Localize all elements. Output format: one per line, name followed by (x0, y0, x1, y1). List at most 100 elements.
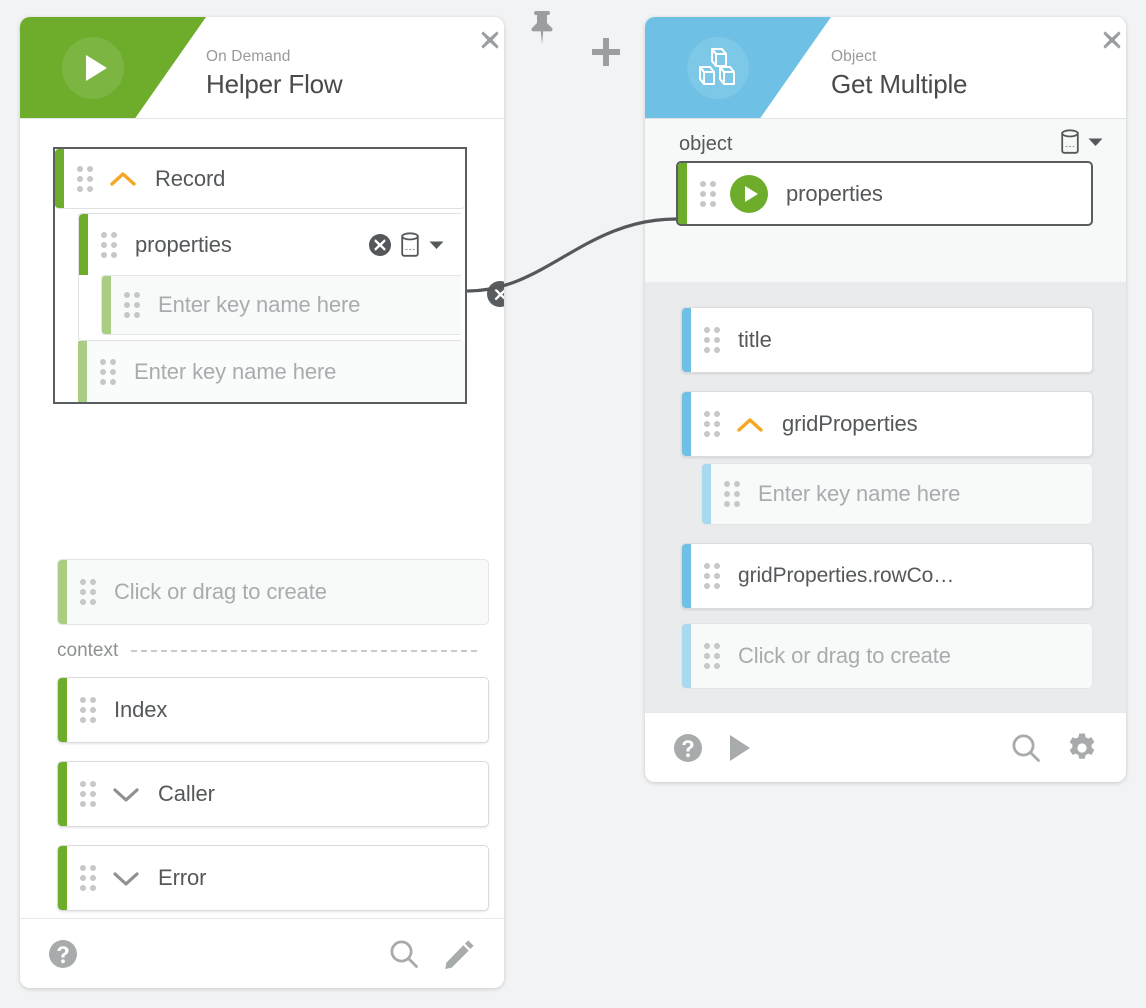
drag-handle-icon[interactable] (704, 643, 720, 669)
search-icon[interactable] (1010, 732, 1042, 764)
drag-handle-icon[interactable] (80, 781, 96, 807)
row-accent (682, 308, 691, 372)
object-db-selector[interactable] (1060, 129, 1104, 155)
context-item-label: Caller (158, 781, 215, 806)
drag-handle-icon[interactable] (700, 180, 716, 207)
field-label: title (738, 327, 772, 352)
drag-handle-icon[interactable] (80, 697, 96, 723)
drag-handle-icon[interactable] (704, 327, 720, 353)
drag-handle-icon[interactable] (724, 481, 740, 507)
object-create-row[interactable]: Click or drag to create (681, 623, 1093, 689)
context-dashed-line (131, 650, 477, 652)
row-accent (678, 163, 687, 224)
record-accent (55, 149, 64, 208)
object-panel-body: object prop (645, 119, 1126, 712)
flow-create-row[interactable]: Click or drag to create (57, 559, 489, 625)
chevron-down-icon (1087, 136, 1104, 148)
flow-close-button[interactable] (473, 23, 504, 57)
object-properties-row[interactable]: properties (676, 161, 1093, 226)
record-group: Record properties (53, 147, 467, 404)
search-icon[interactable] (388, 938, 420, 970)
row-accent (702, 464, 711, 524)
flow-panel-body: Record properties (20, 119, 504, 918)
row-accent (102, 276, 111, 334)
row-accent (58, 762, 67, 826)
flow-header-text: On Demand Helper Flow (206, 47, 343, 100)
context-item-label: Error (158, 865, 207, 890)
context-item-label: Index (114, 697, 168, 722)
database-icon[interactable] (400, 231, 420, 258)
properties-new-key-label: Enter key name here (158, 292, 361, 317)
properties-label: properties (135, 231, 232, 257)
object-properties-label: properties (786, 180, 883, 206)
object-section: object prop (645, 119, 1126, 282)
pin-icon[interactable] (524, 8, 558, 48)
row-accent (78, 341, 87, 402)
chevron-down-icon[interactable] (112, 870, 140, 887)
plus-icon[interactable] (590, 36, 622, 68)
field-label: Enter key name here (758, 481, 961, 506)
context-divider: context (57, 640, 477, 662)
chevron-down-icon[interactable] (112, 786, 140, 803)
drag-handle-icon[interactable] (80, 865, 96, 891)
properties-accent (79, 214, 88, 275)
context-item-index[interactable]: Index (57, 677, 489, 743)
record-new-key-wrap: Enter key name here (55, 341, 465, 402)
flow-title: Helper Flow (206, 69, 343, 99)
chevron-up-icon[interactable] (736, 416, 764, 433)
record-row[interactable]: Record (55, 149, 465, 209)
object-section-label: object (679, 133, 733, 155)
record-label: Record (155, 165, 226, 191)
drag-handle-icon[interactable] (124, 292, 140, 318)
object-panel-header: Object Get Multiple (645, 17, 1126, 119)
drag-handle-icon[interactable] (80, 579, 96, 605)
row-accent (58, 678, 67, 742)
context-item-error[interactable]: Error (57, 845, 489, 911)
row-accent (58, 560, 67, 624)
properties-subtree: properties (78, 213, 461, 341)
record-new-key-row[interactable]: Enter key name here (78, 341, 465, 402)
row-accent (682, 624, 691, 688)
properties-delete-button[interactable] (368, 233, 392, 257)
record-delete-button[interactable] (487, 281, 504, 307)
record-children: properties (55, 209, 465, 341)
field-row-gridproperties[interactable]: gridProperties (681, 391, 1093, 457)
properties-row[interactable]: properties (79, 214, 461, 275)
row-accent (682, 544, 691, 608)
cubes-icon (687, 36, 749, 99)
run-icon[interactable] (727, 733, 753, 763)
drag-handle-icon[interactable] (101, 231, 117, 258)
drag-handle-icon[interactable] (77, 165, 93, 192)
drag-handle-icon[interactable] (704, 411, 720, 437)
field-label: Click or drag to create (738, 643, 951, 668)
record-new-key-label: Enter key name here (134, 358, 337, 384)
field-label: gridProperties.rowCo… (738, 564, 955, 587)
object-title: Get Multiple (831, 69, 968, 99)
field-label: gridProperties (782, 411, 918, 436)
field-row-new-key[interactable]: Enter key name here (701, 463, 1093, 525)
object-close-button[interactable] (1095, 23, 1126, 57)
object-panel-footer (645, 712, 1126, 782)
gear-icon[interactable] (1066, 732, 1098, 764)
drag-handle-icon[interactable] (704, 563, 720, 589)
context-item-caller[interactable]: Caller (57, 761, 489, 827)
play-icon (62, 36, 124, 99)
pencil-icon[interactable] (444, 938, 476, 970)
database-icon (1060, 129, 1080, 155)
object-header-text: Object Get Multiple (831, 47, 968, 100)
play-icon[interactable] (730, 174, 768, 213)
field-row-rowcount[interactable]: gridProperties.rowCo… (681, 543, 1093, 609)
chevron-up-icon[interactable] (109, 170, 137, 187)
help-icon[interactable] (48, 939, 78, 969)
chevron-down-icon[interactable] (428, 239, 445, 251)
drag-handle-icon[interactable] (100, 358, 116, 385)
context-label: context (57, 640, 119, 661)
properties-children: Enter key name here (79, 275, 461, 340)
field-row-title[interactable]: title (681, 307, 1093, 373)
properties-new-key-row[interactable]: Enter key name here (101, 275, 461, 335)
help-icon[interactable] (673, 733, 703, 763)
row-accent (682, 392, 691, 456)
object-subtitle: Object (831, 48, 877, 65)
row-accent (58, 846, 67, 910)
get-multiple-panel: Object Get Multiple object (645, 17, 1126, 782)
